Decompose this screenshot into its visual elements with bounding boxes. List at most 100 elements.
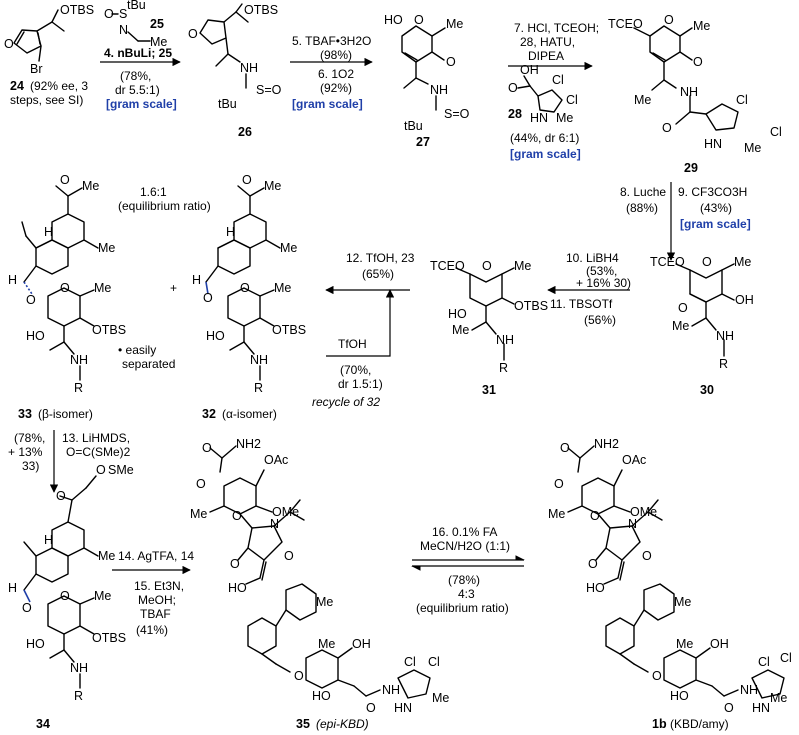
compound-34-number: 34: [36, 717, 50, 731]
ratio-note: (equilibrium ratio): [118, 199, 211, 213]
step-7-yield: (44%, dr 6:1): [510, 131, 579, 145]
step-4-yield: (78%,: [120, 69, 151, 83]
svg-text:Me: Me: [432, 691, 449, 705]
compound-34-structure: O O SMe H Me H O O Me OTBS HO NH R 34: [8, 463, 134, 731]
svg-text:OMe: OMe: [630, 505, 657, 519]
svg-text:H: H: [8, 581, 17, 595]
svg-text:NH: NH: [740, 683, 758, 697]
svg-text:NH2: NH2: [236, 437, 261, 451]
compound-28-number: 28: [508, 107, 522, 121]
svg-text:Me: Me: [82, 179, 99, 193]
compound-27-structure: HO O Me O NH S=O tBu 27: [384, 13, 470, 149]
svg-text:NH: NH: [240, 61, 258, 75]
svg-text:N: N: [119, 23, 128, 37]
compound-27-number: 27: [416, 135, 430, 149]
svg-text:SMe: SMe: [108, 463, 134, 477]
recycle-arrow: [326, 289, 395, 357]
svg-text:H: H: [192, 273, 201, 287]
svg-text:Me: Me: [734, 255, 751, 269]
svg-text:R: R: [74, 381, 83, 395]
svg-text:O: O: [240, 281, 250, 295]
svg-text:O: O: [202, 441, 212, 455]
step-15-yield: (41%): [136, 623, 168, 637]
svg-text:O: O: [203, 291, 213, 305]
svg-text:HO: HO: [206, 329, 225, 343]
step-16-label: 16. 0.1% FA: [432, 525, 497, 539]
compound-32-structure: O Me H Me H O O Me OTBS HO NH R 32 (α-is…: [192, 173, 306, 421]
recycle-yield: (70%,: [340, 363, 371, 377]
svg-text:Me: Me: [676, 637, 693, 651]
svg-text:R: R: [719, 357, 728, 371]
svg-text:Me: Me: [316, 595, 333, 609]
compound-1b-name: (KBD/amy): [670, 717, 729, 731]
svg-text:Me: Me: [674, 595, 691, 609]
svg-text:Me: Me: [98, 549, 115, 563]
svg-text:O: O: [693, 55, 703, 69]
step-4-dr: dr 5.5:1): [115, 83, 160, 97]
step-4-label: 4. nBuLi; 25: [104, 46, 172, 60]
svg-text:O: O: [60, 589, 70, 603]
compound-31-number: 31: [482, 383, 496, 397]
svg-text:HO: HO: [312, 689, 331, 703]
step-6-label: 6. 1O2: [318, 67, 354, 81]
svg-text:tBu: tBu: [127, 0, 146, 12]
svg-text:HO: HO: [26, 329, 45, 343]
svg-text:O: O: [242, 173, 252, 187]
svg-text:O: O: [188, 27, 198, 41]
svg-text:Me: Me: [190, 507, 207, 521]
compound-1b-number: 1b: [652, 717, 667, 731]
reagent-25-structure: O S tBu N Me 25: [104, 0, 167, 49]
svg-text:O: O: [554, 477, 564, 491]
svg-text:O: O: [560, 441, 570, 455]
svg-text:tBu: tBu: [218, 97, 237, 111]
svg-text:H: H: [44, 225, 53, 239]
svg-text:R: R: [254, 381, 263, 395]
compound-24-note: (92% ee, 3: [30, 79, 88, 93]
svg-text:O: O: [588, 557, 598, 571]
svg-text:Me: Me: [274, 281, 291, 295]
compound-26-number: 26: [238, 125, 252, 139]
step-16-ratio: 4:3: [458, 587, 475, 601]
svg-text:H: H: [44, 533, 53, 547]
ratio-33-32: 1.6:1: [140, 185, 167, 199]
svg-text:O: O: [664, 13, 674, 27]
svg-text:Me: Me: [634, 93, 651, 107]
step-13-yield-3: 33): [22, 459, 39, 473]
svg-text:Me: Me: [280, 241, 297, 255]
svg-text:OH: OH: [735, 293, 754, 307]
svg-text:Me: Me: [94, 281, 111, 295]
svg-text:NH: NH: [496, 333, 514, 347]
step-7-base: DIPEA: [528, 49, 564, 63]
svg-text:TCEO: TCEO: [608, 17, 643, 31]
svg-text:O: O: [590, 509, 600, 523]
svg-text:Me: Me: [672, 319, 689, 333]
step-13-yield: (78%,: [14, 431, 45, 445]
step-6-gram-scale: [gram scale]: [292, 97, 363, 111]
step-4-gram-scale: [gram scale]: [106, 97, 177, 111]
svg-text:NH: NH: [382, 683, 400, 697]
separated-note: • easily: [118, 343, 156, 357]
svg-text:TCEO: TCEO: [650, 255, 685, 269]
step-9-label: 9. CF3CO3H: [678, 185, 747, 199]
svg-text:O: O: [508, 81, 518, 95]
svg-text:O: O: [26, 293, 36, 307]
svg-text:Cl: Cl: [566, 93, 578, 107]
furan-oxygen: O: [4, 37, 14, 51]
svg-text:HO: HO: [586, 581, 605, 595]
compound-1b-structure: O NH2 O Me OAc OMe O N O O: [548, 437, 792, 731]
svg-text:OAc: OAc: [264, 453, 288, 467]
svg-text:HO: HO: [26, 637, 45, 651]
svg-text:OH: OH: [352, 637, 371, 651]
svg-text:Me: Me: [264, 179, 281, 193]
svg-text:O: O: [724, 701, 734, 715]
svg-text:TCEO: TCEO: [430, 259, 465, 273]
svg-text:OTBS: OTBS: [272, 323, 306, 337]
svg-text:O: O: [56, 489, 66, 503]
svg-text:O: O: [652, 669, 662, 683]
step-7-label: 7. HCl, TCEOH;: [514, 21, 599, 35]
compound-30-structure: TCEO O Me OH O Me NH R 30: [650, 255, 754, 397]
svg-text:HO: HO: [384, 13, 403, 27]
bromo-label: Br: [30, 62, 43, 76]
step-11-label: 11. TBSOTf: [550, 297, 613, 311]
